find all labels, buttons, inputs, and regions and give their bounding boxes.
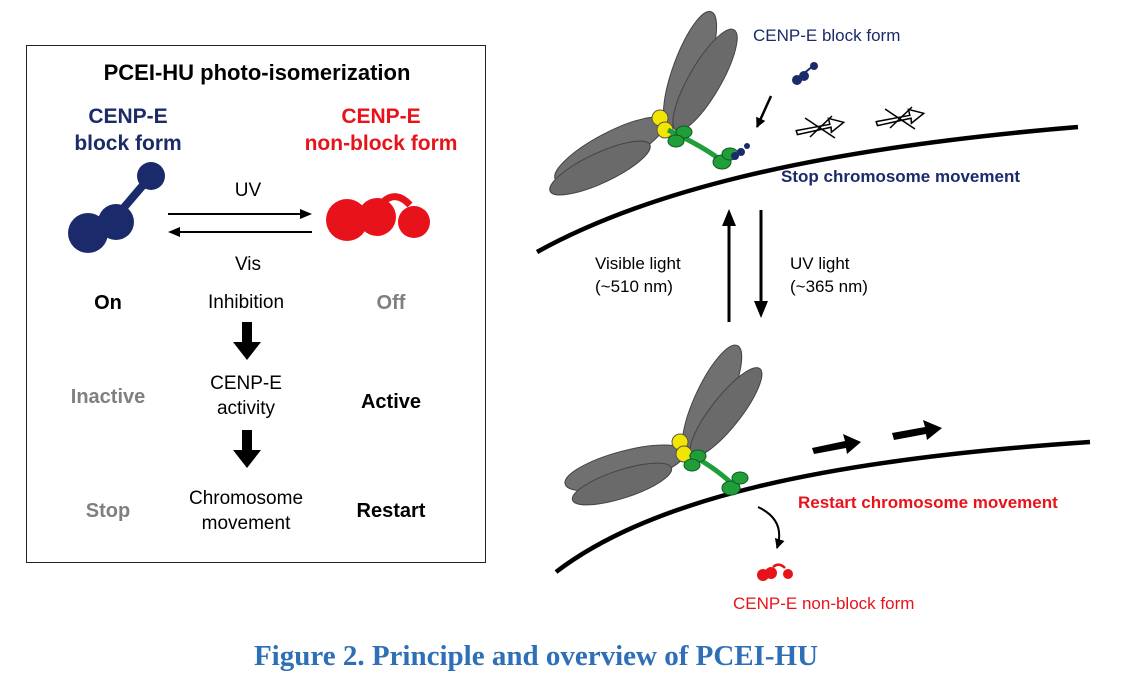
cenpe-activity-line2: activity — [216, 398, 276, 419]
inhibition-label: Inhibition — [207, 292, 285, 313]
block-form-label-line1: CENP-E — [88, 105, 168, 128]
visible-light-arrow — [722, 209, 736, 322]
moving-arrow-1 — [812, 434, 861, 454]
on-label: On — [94, 292, 122, 314]
blocked-arrow-1 — [795, 115, 846, 139]
microtubule-top — [535, 124, 1079, 254]
blocked-arrow-2 — [875, 106, 926, 130]
stop-movement-label: Stop chromosome movement — [781, 167, 1020, 186]
stop-label: Stop — [85, 500, 131, 522]
down-arrow-2 — [233, 430, 261, 468]
bottom-compound-label: CENP-E non-block form — [733, 594, 915, 613]
off-label: Off — [376, 292, 406, 314]
nonblock-form-label-line2: non-block form — [304, 132, 458, 155]
principle-title: PCEI-HU photo-isomerization — [103, 60, 411, 85]
visible-light-line2: (~510 nm) — [595, 277, 673, 296]
restart-movement-label: Restart chromosome movement — [798, 493, 1058, 512]
nonblock-form-label: CENP-E non-block form — [305, 103, 458, 157]
moving-arrow-2 — [892, 420, 942, 440]
uv-light-line1: UV light — [790, 254, 850, 273]
equilibrium-arrows — [168, 209, 312, 237]
uv-light-label: UV light (~365 nm) — [790, 252, 868, 298]
cenpe-motor-bottom — [564, 344, 763, 506]
free-block-molecule — [792, 62, 818, 85]
visible-light-label: Visible light (~510 nm) — [595, 252, 681, 298]
top-compound-label: CENP-E block form — [753, 26, 901, 45]
visible-light-line1: Visible light — [595, 254, 681, 273]
uv-label: UV — [234, 180, 262, 201]
microtubule-bottom — [554, 439, 1091, 574]
block-form-label-line2: block form — [74, 132, 182, 155]
cenpe-activity-line1: CENP-E — [210, 373, 282, 394]
figure-caption: Figure 2. Principle and overview of PCEI… — [253, 640, 819, 672]
restart-label: Restart — [356, 500, 426, 522]
block-form-label: CENP-E block form — [74, 103, 181, 157]
uv-light-arrow — [754, 210, 768, 318]
inactive-label: Inactive — [70, 386, 146, 408]
cenpe-motor-top — [549, 10, 750, 196]
vis-label: Vis — [234, 254, 262, 275]
cenpe-activity-label: CENP-E activity — [210, 371, 282, 421]
released-nonblock-molecule — [757, 563, 793, 581]
chromosome-movement-label: Chromosome movement — [189, 486, 303, 536]
release-arrow — [757, 506, 785, 549]
binding-arrow — [755, 95, 773, 128]
nonblock-form-label-line1: CENP-E — [341, 105, 421, 128]
nonblock-form-molecule — [326, 193, 430, 241]
block-form-molecule — [68, 162, 165, 253]
down-arrow-1 — [233, 322, 261, 360]
chromosome-movement-line1: Chromosome — [188, 488, 304, 509]
active-label: Active — [360, 391, 422, 413]
chromosome-movement-line2: movement — [201, 513, 291, 534]
uv-light-line2: (~365 nm) — [790, 277, 868, 296]
principle-panel — [26, 45, 486, 563]
